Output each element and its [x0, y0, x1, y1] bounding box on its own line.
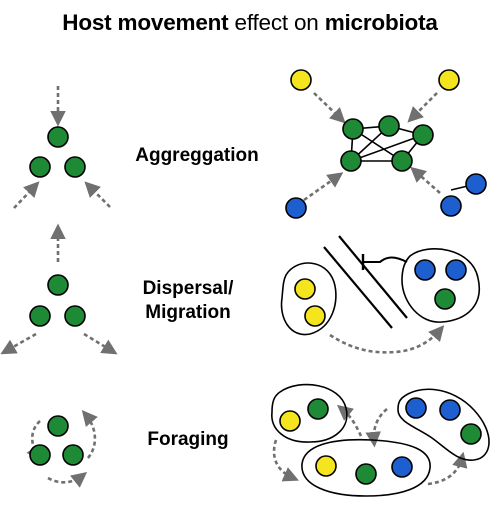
label-dispersal-line2: Migration: [145, 302, 231, 323]
title-bold-microbiota: microbiota: [324, 10, 438, 35]
label-foraging-line1: Foraging: [147, 429, 229, 450]
yellow-cell: [279, 410, 301, 432]
disp-blue-group-green-cell: [434, 288, 456, 310]
yellow-cell: [294, 278, 316, 300]
agg-arrow-left: [13, 181, 40, 209]
label-foraging: Foraging: [138, 428, 238, 452]
yellow-cell: [290, 69, 312, 91]
yellow-cell: [304, 305, 326, 327]
disp-blue-enclosure: [401, 248, 481, 323]
blue-cell: [440, 195, 462, 217]
blue-cell: [391, 456, 413, 478]
network-node: [378, 115, 400, 137]
forage-arrow-right: [81, 410, 98, 459]
forage-right-arrow-bottomleft: [272, 439, 299, 482]
forage-bottom-enclosure: [301, 438, 431, 497]
disp-left-cell: [29, 305, 51, 327]
forage-right-arrow-bottomright: [427, 451, 468, 486]
page-title: Host movement effect on microbiota: [0, 10, 500, 36]
label-aggregation: Aggreggation: [112, 144, 282, 168]
agg-right-arrow-bottomleft: [303, 172, 344, 202]
agg-left-cell: [47, 126, 69, 148]
agg-right-arrow-topleft: [313, 92, 346, 124]
agg-left-cell: [64, 156, 86, 178]
disp-yellow-enclosure: [280, 262, 337, 336]
forage-right-green-cell: [307, 398, 329, 420]
forage-right-green-cell: [355, 463, 377, 485]
label-aggregation-line1: Aggreggation: [135, 145, 259, 166]
disp-arrow-right: [83, 332, 118, 355]
network-node: [412, 124, 434, 146]
agg-arrow-right: [84, 181, 111, 208]
forage-arrow-left: [26, 420, 42, 462]
inhibition-line: [363, 256, 408, 263]
network-node: [391, 150, 413, 172]
migration-arrow: [329, 325, 445, 354]
disp-left-cell: [64, 305, 86, 327]
network-node: [340, 150, 362, 172]
blue-cell: [285, 197, 307, 219]
agg-right-arrow-topright: [407, 92, 438, 123]
label-dispersal-migration: Dispersal/ Migration: [128, 277, 248, 325]
disp-left-cell: [47, 274, 69, 296]
yellow-cell: [438, 69, 460, 91]
forage-left-cell: [62, 444, 84, 466]
forage-right-arrow-up: [336, 404, 363, 437]
blue-cell: [414, 259, 436, 281]
title-bold-host-movement: Host movement: [62, 10, 229, 35]
agg-right-arrow-bottomright: [410, 166, 441, 194]
yellow-cell: [315, 455, 337, 477]
cells-green: [29, 115, 482, 485]
forage-right-enclosure: [397, 388, 490, 461]
blue-cell: [465, 173, 487, 195]
cells-yellow: [279, 69, 460, 477]
forage-right-green-cell: [460, 423, 482, 445]
disp-arrow-left: [0, 332, 37, 355]
forage-arrow-bottom: [47, 471, 88, 488]
title-middle-text: effect on: [228, 10, 325, 35]
cells-blue: [285, 173, 487, 478]
network-node: [342, 118, 364, 140]
barrier: [323, 235, 408, 329]
forage-left-cell: [29, 444, 51, 466]
blue-cell: [405, 397, 427, 419]
blue-cell: [445, 259, 467, 281]
forage-right-arrow-down: [365, 407, 388, 448]
forage-left-cell: [47, 415, 69, 437]
forage-left-enclosure: [271, 383, 348, 443]
agg-left-cell: [29, 156, 51, 178]
blue-cell: [439, 399, 461, 421]
label-dispersal-line1: Dispersal/: [142, 278, 234, 299]
